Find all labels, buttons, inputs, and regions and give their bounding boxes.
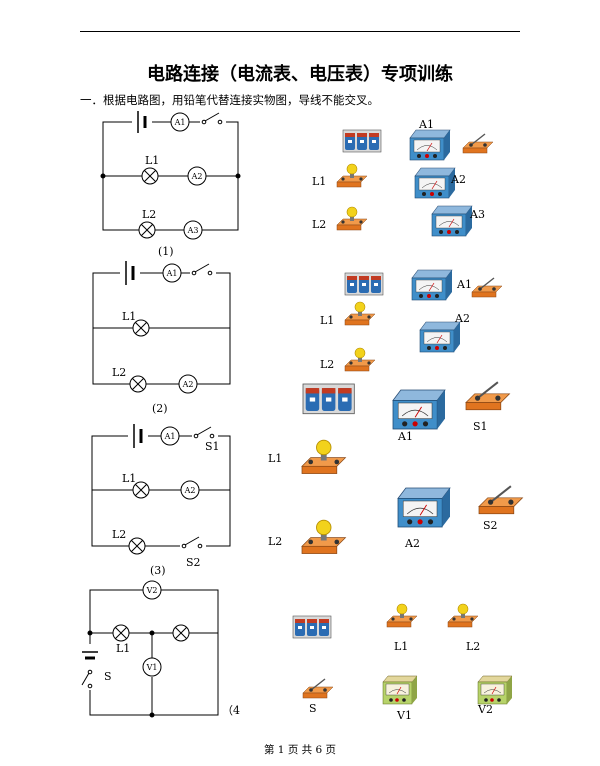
top-rule xyxy=(80,31,520,32)
voltmeter[interactable] xyxy=(382,675,418,705)
ammeter[interactable] xyxy=(419,321,461,353)
battery-pack[interactable] xyxy=(302,383,355,415)
component-label: S1 xyxy=(473,420,488,433)
schematic-4 xyxy=(80,580,219,718)
component-label: L1 xyxy=(312,175,326,188)
component-label: V1 xyxy=(396,709,412,722)
switch-label: S2 xyxy=(186,556,201,569)
component-label: A2 xyxy=(450,173,466,186)
meter-label: A1 xyxy=(164,432,176,441)
battery-pack[interactable] xyxy=(292,615,332,639)
bulb[interactable] xyxy=(344,301,376,326)
meter-label: A1 xyxy=(174,118,186,127)
bulb[interactable] xyxy=(301,439,347,475)
component-label: A1 xyxy=(397,430,413,443)
component-label: S xyxy=(309,702,317,715)
ammeter[interactable] xyxy=(431,205,473,237)
component-label: L1 xyxy=(268,452,282,465)
meter-label: A2 xyxy=(184,486,196,495)
ammeter[interactable] xyxy=(411,269,453,301)
bulb[interactable] xyxy=(301,519,347,555)
bulb[interactable] xyxy=(447,603,479,628)
component-label: A3 xyxy=(469,208,485,221)
component-label: A1 xyxy=(418,118,434,131)
bulb[interactable] xyxy=(336,163,368,188)
bulb[interactable] xyxy=(336,206,368,231)
battery-pack[interactable] xyxy=(342,129,382,153)
instruction-text: 一．根据电路图，用铅笔代替连接实物图，导线不能交叉。 xyxy=(80,93,379,107)
ammeter[interactable] xyxy=(414,167,456,199)
page-footer: 第 1 页 共 6 页 xyxy=(263,744,337,756)
meter-label: V2 xyxy=(146,586,158,595)
battery-pack[interactable] xyxy=(344,272,384,296)
lamp-label: L2 xyxy=(112,366,126,379)
component-label: A2 xyxy=(404,537,420,550)
meter-label: A2 xyxy=(182,380,194,389)
component-label: L2 xyxy=(312,218,326,231)
lamp-label: L1 xyxy=(122,310,136,323)
ammeter[interactable] xyxy=(392,389,446,430)
component-label: S2 xyxy=(483,519,498,532)
meter-label: A1 xyxy=(166,269,178,278)
schematic-3 xyxy=(91,424,231,555)
component-label: L2 xyxy=(268,535,282,548)
meter-label: A3 xyxy=(187,226,199,235)
figure-caption: (1) xyxy=(158,245,174,258)
component-label: A2 xyxy=(454,312,470,325)
figure-caption: (2) xyxy=(152,402,168,415)
switch[interactable] xyxy=(462,133,494,154)
switch[interactable] xyxy=(471,277,503,298)
switch-label: S1 xyxy=(205,440,220,453)
lamp-label: L1 xyxy=(116,642,130,655)
ammeter[interactable] xyxy=(409,129,451,161)
meter-label: V1 xyxy=(146,663,158,672)
figure-caption: (3) xyxy=(150,564,166,577)
schematic-2 xyxy=(92,261,231,394)
component-label: L1 xyxy=(320,314,334,327)
component-label: L1 xyxy=(394,640,408,653)
switch[interactable] xyxy=(477,485,524,515)
schematic-1 xyxy=(100,111,241,240)
ammeter[interactable] xyxy=(397,487,451,528)
page-title: 电路连接（电流表、电压表）专项训练 xyxy=(147,64,453,85)
component-label: L2 xyxy=(320,358,334,371)
component-label: V2 xyxy=(477,703,493,716)
bulb[interactable] xyxy=(344,347,376,372)
voltmeter[interactable] xyxy=(477,675,513,705)
meter-label: A2 xyxy=(191,172,203,181)
lamp-label: L1 xyxy=(122,472,136,485)
component-label: L2 xyxy=(466,640,480,653)
switch[interactable] xyxy=(464,381,511,411)
component-label: A1 xyxy=(456,278,472,291)
switch[interactable] xyxy=(302,678,334,699)
lamp-label: L2 xyxy=(142,208,156,221)
figure-caption: （4 xyxy=(222,704,240,717)
switch-label: S xyxy=(104,670,112,683)
lamp-label: L1 xyxy=(145,154,159,167)
lamp-label: L2 xyxy=(112,528,126,541)
bulb[interactable] xyxy=(386,603,418,628)
